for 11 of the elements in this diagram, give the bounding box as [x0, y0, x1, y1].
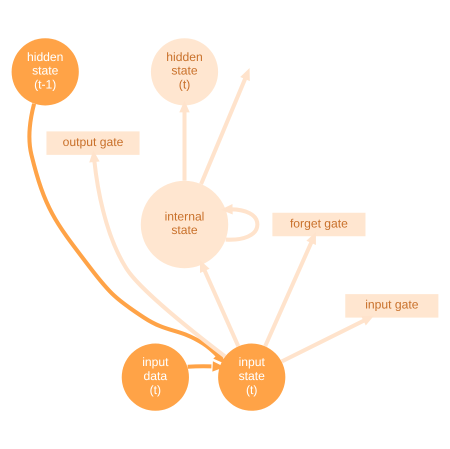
node-circle: input state (t)	[218, 344, 286, 411]
node-circle: input data (t)	[122, 344, 189, 411]
node-box: forget gate	[272, 212, 366, 236]
node-box: output gate	[46, 131, 140, 155]
arrow	[280, 315, 374, 364]
arrow	[199, 68, 250, 185]
node-circle: hidden state (t)	[150, 38, 218, 106]
node-circle: hidden state (t-1)	[12, 38, 79, 106]
arrow	[27, 103, 226, 364]
node-circle: internal state	[140, 180, 228, 268]
node-box: input gate	[345, 294, 438, 318]
